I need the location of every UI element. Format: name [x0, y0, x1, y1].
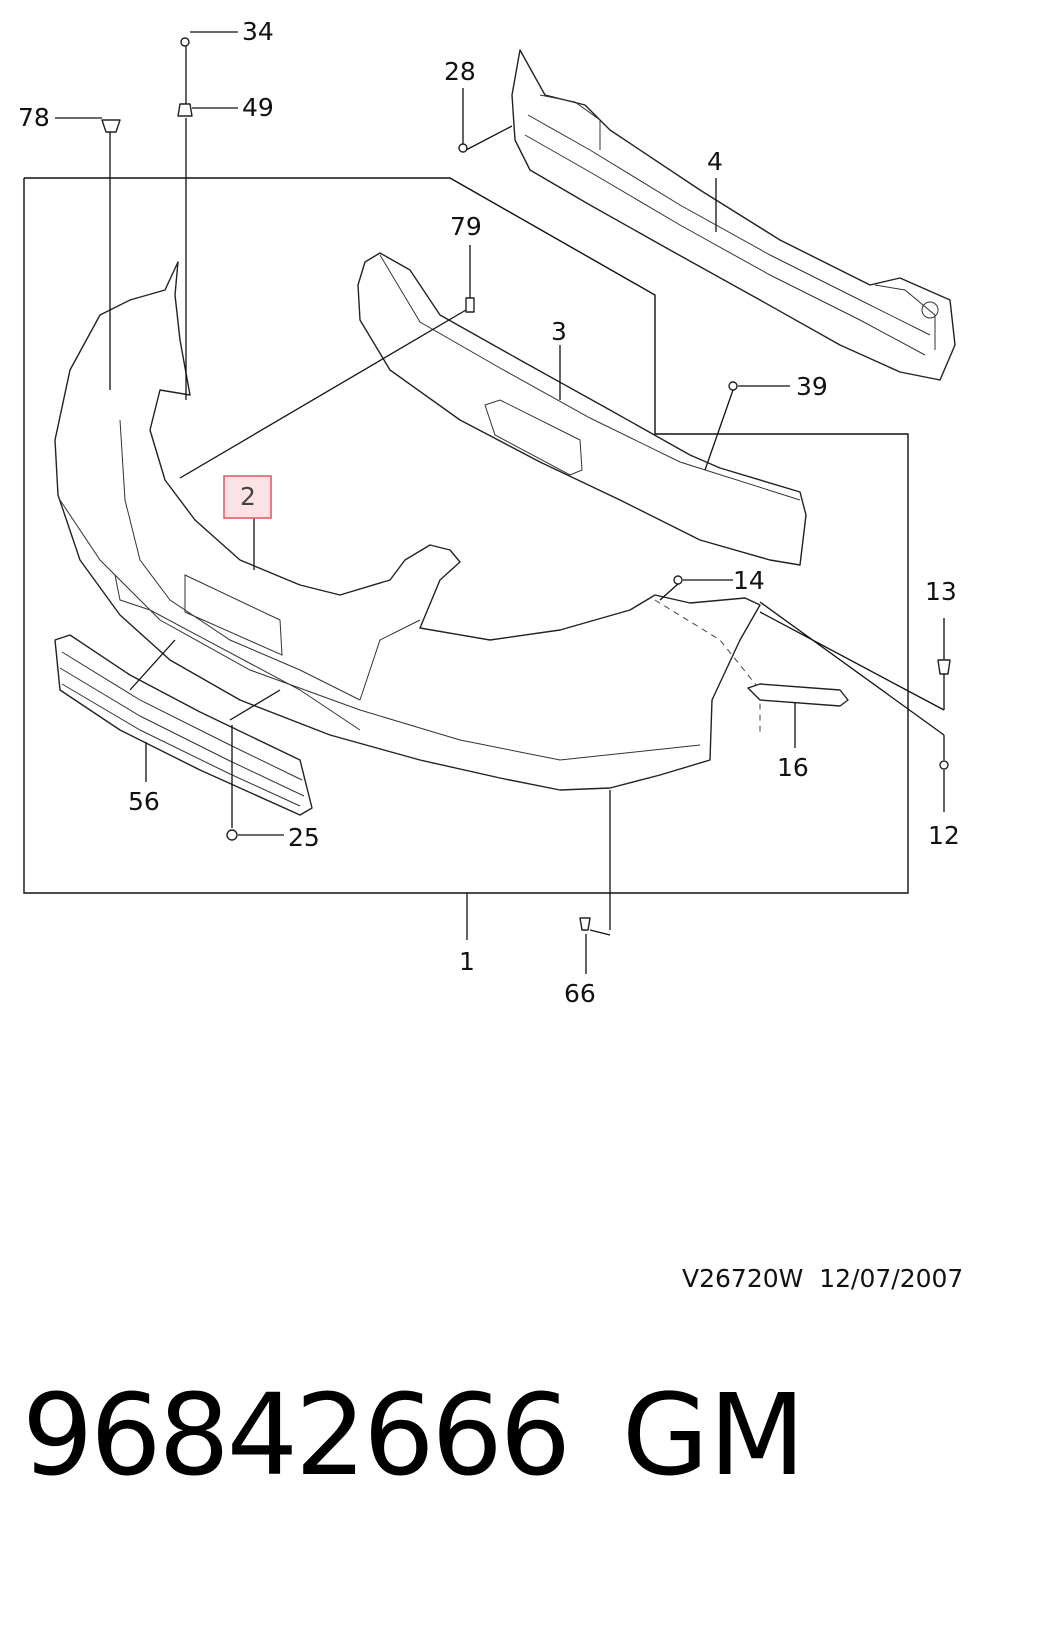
callout-28: 28 — [444, 57, 476, 86]
brand-label: GM — [622, 1371, 806, 1501]
callout-39: 39 — [796, 372, 828, 401]
callout-13: 13 — [925, 577, 957, 606]
assembly-frame — [23, 177, 909, 894]
drawing-code: V26720W 12/07/2007 — [682, 1264, 964, 1293]
callout-78: 78 — [18, 103, 50, 132]
callout-1: 1 — [459, 947, 475, 976]
energy-absorber — [357, 252, 807, 566]
callout-34: 34 — [242, 17, 274, 46]
part-number: 96842666 — [22, 1371, 571, 1501]
callout-16: 16 — [777, 753, 809, 782]
callout-49: 49 — [242, 93, 274, 122]
leader-lines — [55, 31, 945, 974]
bumper-reinforcement-beam — [511, 49, 956, 381]
callout-66: 66 — [564, 979, 596, 1008]
lower-grille — [54, 634, 313, 816]
callout-4: 4 — [707, 147, 723, 176]
callout-14: 14 — [733, 566, 765, 595]
highlight-box-part-2 — [223, 475, 272, 519]
callout-12: 12 — [928, 821, 960, 850]
fasteners — [101, 37, 951, 931]
callout-79: 79 — [450, 212, 482, 241]
callout-25: 25 — [288, 823, 320, 852]
bumper-fascia — [54, 261, 761, 791]
callout-3: 3 — [551, 317, 567, 346]
callout-56: 56 — [128, 787, 160, 816]
callout-2: 2 — [240, 482, 256, 511]
side-bracket — [747, 683, 849, 707]
